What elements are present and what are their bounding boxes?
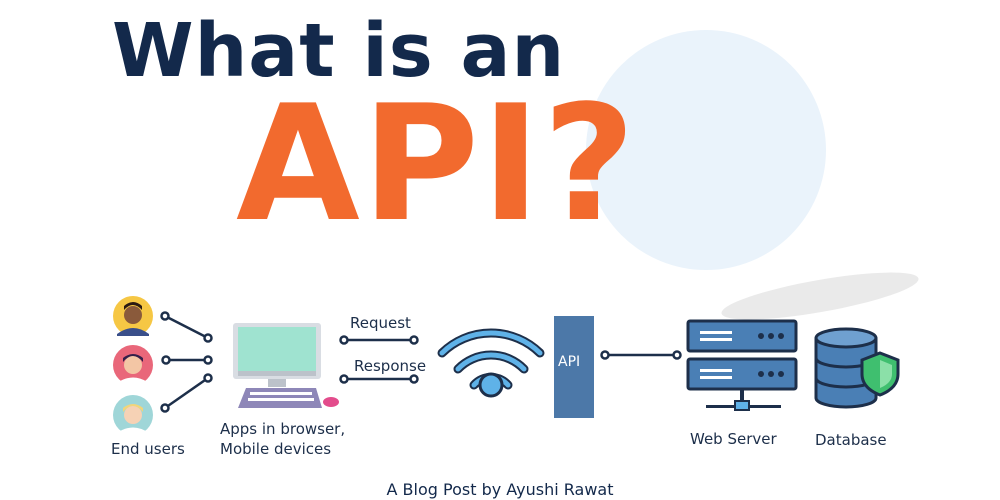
title-line-2: API? <box>236 70 638 257</box>
wifi-dot-icon <box>478 372 504 398</box>
api-box <box>554 316 594 418</box>
web-server-icon <box>686 319 798 411</box>
request-label: Request <box>350 314 411 332</box>
api-label: API <box>558 354 581 370</box>
user-avatar-2-icon <box>113 345 153 385</box>
shadow-blob <box>721 272 919 320</box>
title-line-1: What is an <box>112 8 566 94</box>
response-label: Response <box>354 357 427 375</box>
shield-highlight <box>880 360 892 388</box>
database-label: Database <box>815 431 887 449</box>
user-avatar-1-icon <box>113 296 153 336</box>
user-connectors <box>160 311 213 413</box>
background-circle <box>586 30 826 270</box>
user-avatar-3-icon <box>113 395 153 435</box>
footer-credit: A Blog Post by Ayushi Rawat <box>386 480 614 499</box>
apps-label-line-1: Apps in browser, <box>220 420 346 438</box>
computer-icon <box>233 323 339 408</box>
api-server-connector <box>600 350 682 360</box>
request-connector <box>339 335 419 345</box>
apps-label-line-2: Mobile devices <box>220 440 332 458</box>
end-users-label: End users <box>111 440 185 458</box>
response-connector <box>339 374 419 384</box>
web-server-label: Web Server <box>690 430 777 448</box>
